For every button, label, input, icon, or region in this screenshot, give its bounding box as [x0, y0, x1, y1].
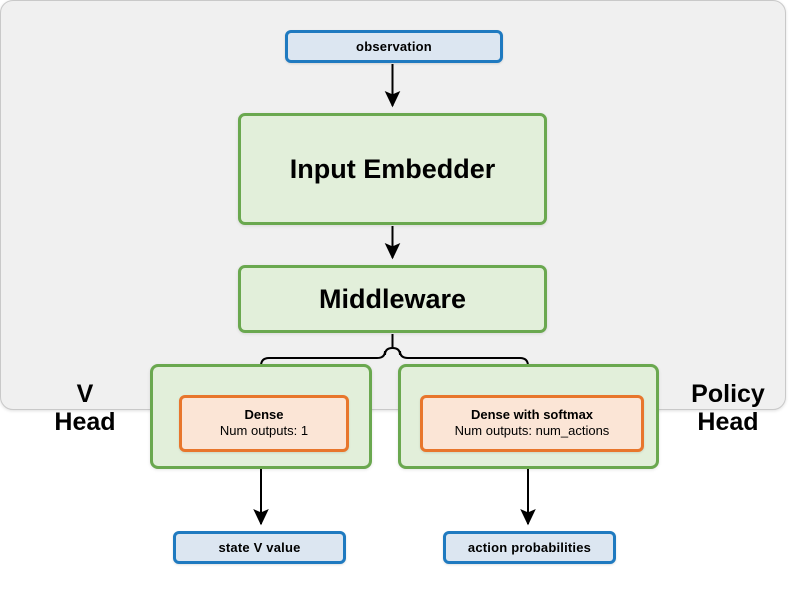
policy-head-label: Policy Head	[666, 380, 790, 436]
v-head-dense-node[interactable]: Dense Num outputs: 1	[179, 395, 349, 452]
middleware-label: Middleware	[318, 283, 467, 314]
policy-head-dense-subtitle: Num outputs: num_actions	[454, 423, 610, 439]
input-embedder-label: Input Embedder	[289, 153, 496, 184]
v-head-label-line1: V	[76, 380, 94, 408]
middleware-node[interactable]: Middleware	[238, 265, 547, 333]
state-v-value-label: state V value	[218, 540, 301, 555]
policy-head-dense-title: Dense with softmax	[470, 406, 594, 422]
policy-head-group[interactable]: Dense with softmax Num outputs: num_acti…	[398, 364, 659, 469]
state-v-value-node[interactable]: state V value	[173, 531, 346, 564]
action-probabilities-node[interactable]: action probabilities	[443, 531, 616, 564]
v-head-label: V Head	[26, 380, 144, 436]
v-head-dense-title: Dense	[244, 406, 284, 422]
policy-head-dense-node[interactable]: Dense with softmax Num outputs: num_acti…	[420, 395, 644, 452]
v-head-dense-subtitle: Num outputs: 1	[219, 423, 309, 439]
observation-node[interactable]: observation	[285, 30, 503, 63]
policy-head-label-line1: Policy	[691, 380, 765, 408]
observation-label: observation	[356, 39, 432, 54]
v-head-group[interactable]: Dense Num outputs: 1	[150, 364, 372, 469]
policy-head-label-line2: Head	[697, 408, 759, 436]
action-probabilities-label: action probabilities	[467, 540, 592, 555]
input-embedder-node[interactable]: Input Embedder	[238, 113, 547, 225]
v-head-label-line2: Head	[54, 408, 116, 436]
